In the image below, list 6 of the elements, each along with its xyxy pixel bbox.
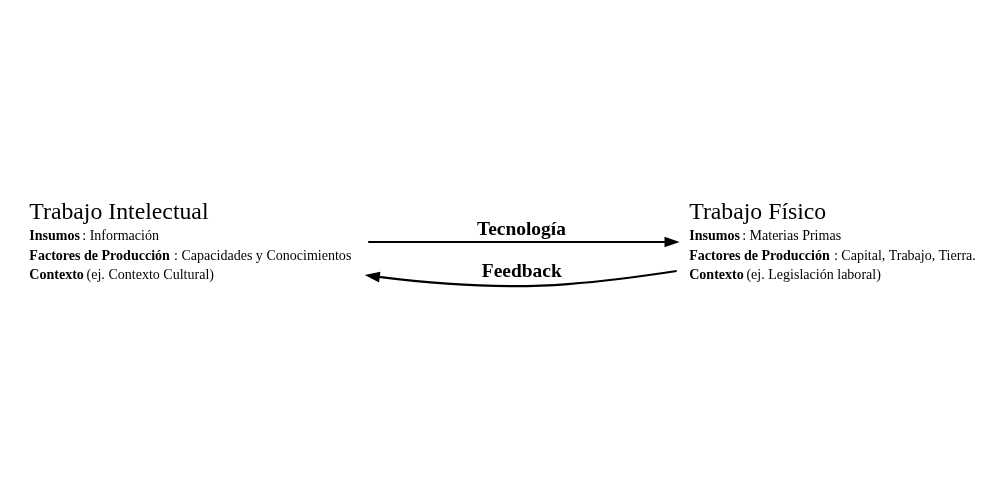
- node-text: Trabajo Físico Insumos: Materias Primas Factores de Producción: Capital, Trabajo, Tierra. Contexto (ej. Legislación laboral): [688, 197, 976, 282]
- node-text: Trabajo Intelectual Insumos: Información Factores de Producción: Capacidades y Conocimientos Contexto (ej. Contexto Cultural): [28, 197, 351, 282]
- arrow: [367, 236, 680, 247]
- edge-label: Tecnología: [476, 217, 566, 239]
- edge-label: Feedback: [481, 259, 562, 281]
- arrow: [364, 269, 677, 287]
